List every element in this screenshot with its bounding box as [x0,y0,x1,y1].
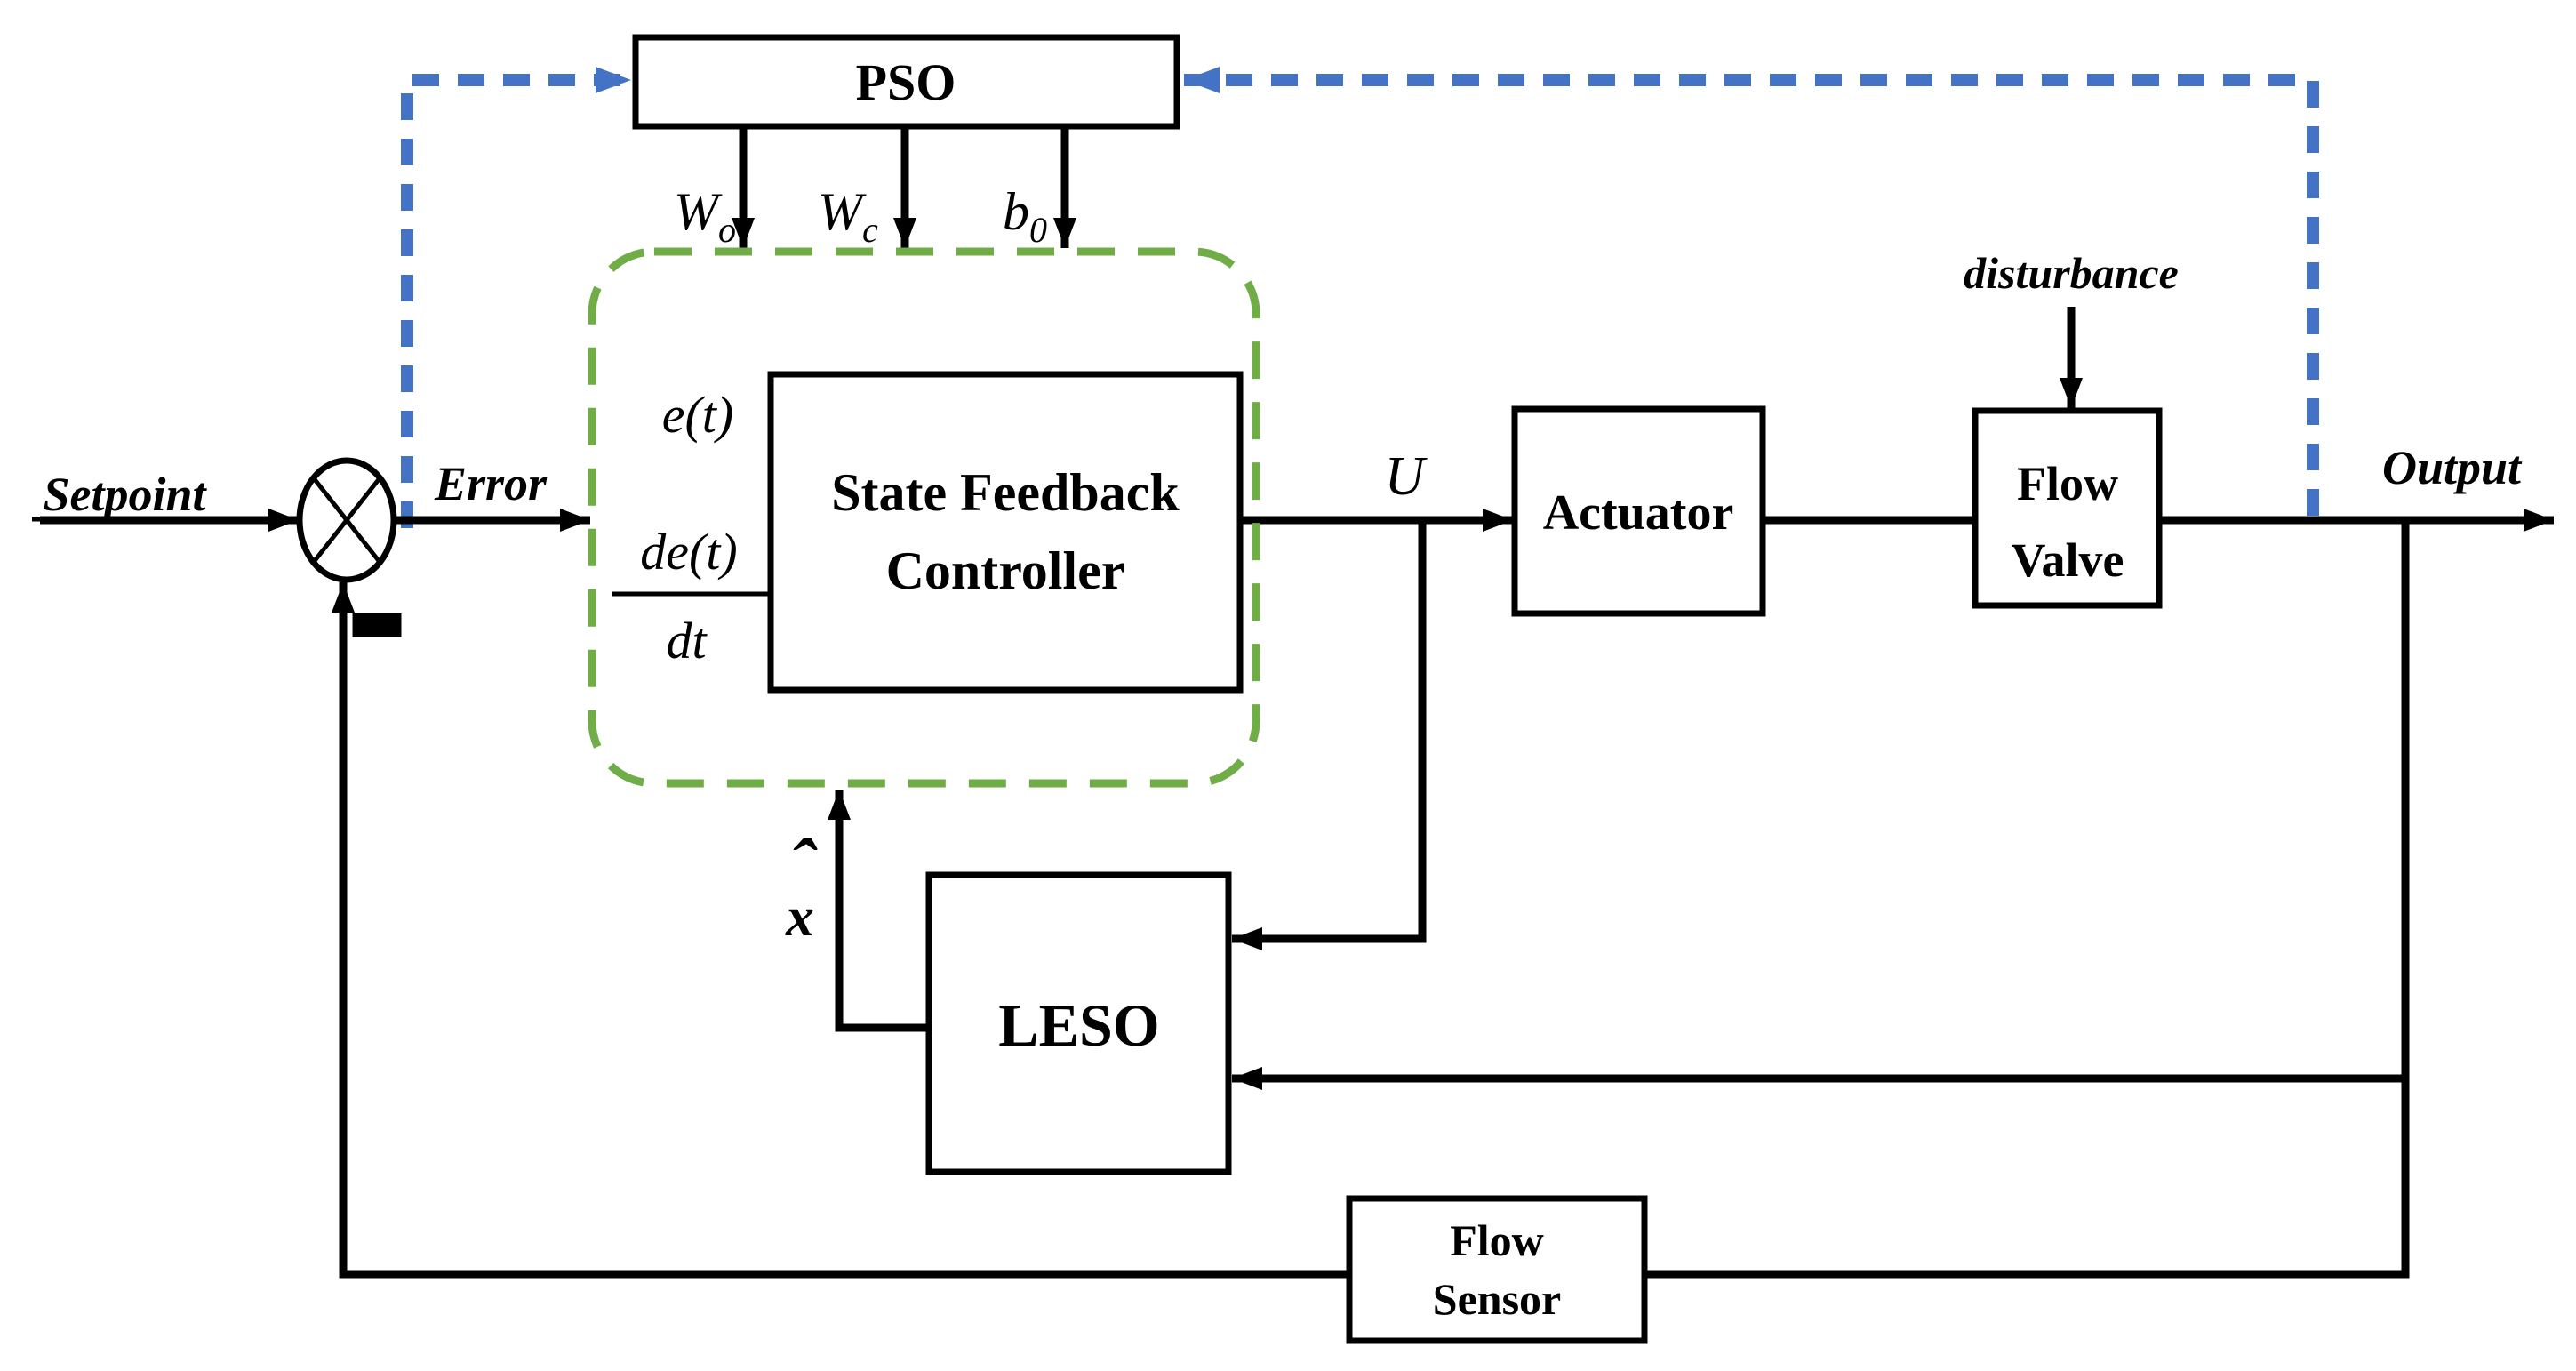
flow-valve-block [1972,407,2163,609]
wc-base: W [818,182,867,241]
pso-output-tap-dashed-connector [1184,67,2319,516]
state-feedback-controller-block [767,371,1244,694]
wc-sub: c [862,210,878,250]
labels: PSO State Feedback Controller Actuator F… [43,53,2523,1324]
pso-label: PSO [856,53,956,111]
pso-error-tap-dashed-connector [401,67,631,528]
error-input-label: e(t) [662,386,734,444]
b0-base: b [1003,182,1029,241]
minus-sign: ▬ [347,582,407,657]
disturbance-label: disturbance [1964,248,2179,298]
sfc-label-line1: State Feedback [831,463,1180,522]
derivative-numerator-label: de(t) [640,523,738,581]
xhat-to-controller-arrow [828,790,929,1032]
wo-label: Wo [674,182,736,250]
flow-sensor-label-line2: Sensor [1433,1274,1561,1324]
output-feedback-loop-wire [332,520,2410,1279]
actuator-block [1511,405,1766,617]
blocks [32,34,2163,1344]
derivative-denominator-label: dt [666,612,708,669]
b0-sub: 0 [1029,210,1047,250]
control-u-label: U [1385,446,1428,507]
controller-group-outline [588,247,1260,788]
flow-sensor-label-line1: Flow [1450,1215,1544,1265]
flow-valve-label-line2: Valve [2011,533,2124,587]
output-label: Output [2382,441,2523,494]
wo-base: W [674,182,723,241]
u-to-leso-arrow [1232,520,1427,950]
flow-sensor-block [1346,1195,1648,1344]
summing-junction-cross-2 [312,477,381,564]
b0-label: b0 [1003,182,1047,250]
wo-sub: o [718,210,736,250]
error-label: Error [434,457,548,510]
wc-label: Wc [818,182,878,250]
sfc-label-line2: Controller [886,541,1125,600]
setpoint-label: Setpoint [43,468,207,521]
leso-block [925,871,1232,1175]
wires [40,67,2554,1279]
leso-label: LESO [998,991,1159,1059]
xhat-accent: ˆ [789,825,818,908]
summing-junction [296,457,397,583]
flow-valve-label-line1: Flow [2017,457,2118,510]
xhat-base: x [785,885,814,948]
pso-block [632,34,1180,130]
actuator-label: Actuator [1543,485,1734,541]
